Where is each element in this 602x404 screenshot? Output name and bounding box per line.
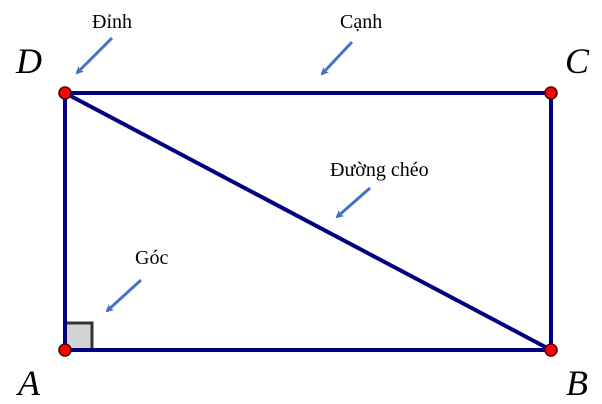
annotation-vertex: Đỉnh — [92, 11, 132, 33]
point-d — [58, 86, 72, 100]
label-d: D — [15, 41, 42, 81]
arrow-vertex-icon — [75, 36, 114, 75]
arrow-side-icon — [320, 40, 354, 76]
point-a — [58, 343, 72, 357]
label-c: C — [565, 41, 590, 81]
arrow-angle-icon — [105, 278, 143, 313]
annotation-diagonal: Đường chéo — [330, 159, 429, 181]
annotation-angle: Góc — [135, 247, 168, 269]
label-b: B — [566, 363, 588, 403]
point-b — [544, 343, 558, 357]
annotation-side: Cạnh — [340, 11, 382, 33]
diagonal-db — [64, 91, 552, 352]
rectangle-abcd — [63, 91, 553, 352]
label-a: A — [16, 363, 41, 403]
point-c — [544, 86, 558, 100]
arrow-diagonal-icon — [335, 186, 371, 219]
